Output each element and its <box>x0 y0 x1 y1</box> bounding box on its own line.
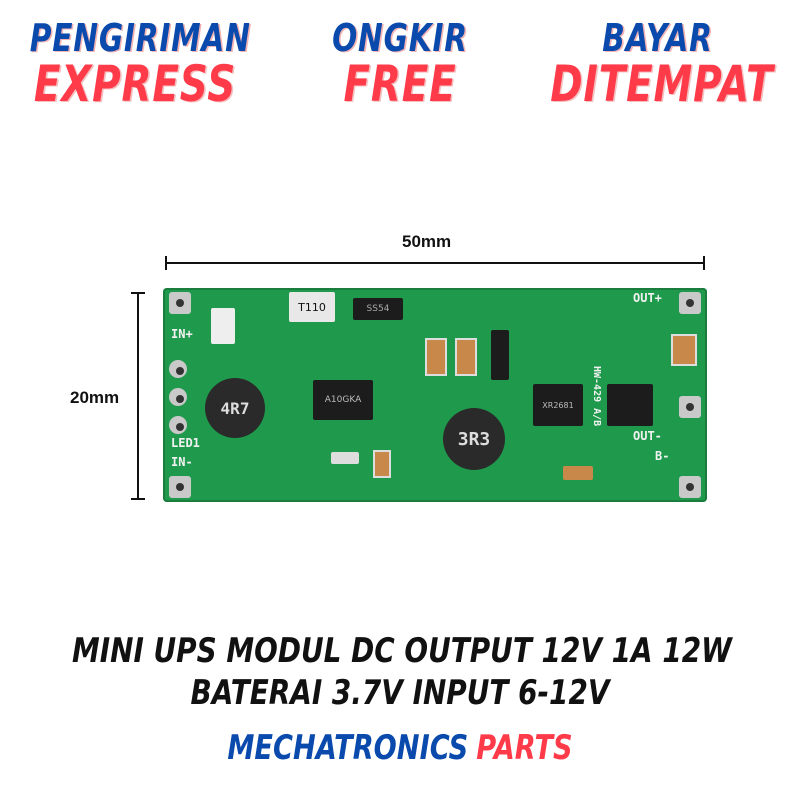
product-title-line2: BATERAI 3.7V INPUT 6-12V <box>190 673 610 713</box>
pad <box>169 416 187 434</box>
banner-line1: PENGIRIMAN <box>29 16 251 60</box>
label-led: LED1 <box>171 436 200 450</box>
banner-free: ONGKIR FREE <box>314 18 486 110</box>
brand-part2: PARTS <box>476 728 573 768</box>
capacitor <box>455 338 477 376</box>
diode-t110: T110 <box>289 292 335 322</box>
height-dimension-line <box>131 292 145 500</box>
pad <box>169 360 187 378</box>
chip <box>607 384 653 426</box>
banner-line2: EXPRESS <box>33 55 237 113</box>
chip-xr2681: XR2681 <box>533 384 583 426</box>
resistor <box>211 308 235 344</box>
chip-a10gka: A10GKA <box>313 380 373 420</box>
pad <box>169 388 187 406</box>
pad <box>679 292 701 314</box>
banner-line1: ONGKIR <box>332 16 468 60</box>
width-label: 50mm <box>402 232 452 251</box>
diode-ss54: SS54 <box>353 298 403 320</box>
label-in-plus: IN+ <box>171 327 193 341</box>
height-label: 20mm <box>70 388 120 407</box>
pad <box>679 476 701 498</box>
label-out-minus: OUT- <box>633 429 662 443</box>
banner-line1: BAYAR <box>602 16 713 60</box>
pad <box>169 292 191 314</box>
pad <box>679 396 701 418</box>
banner-line2: DITEMPAT <box>550 55 774 113</box>
pad <box>169 476 191 498</box>
banner-express: PENGIRIMAN EXPRESS <box>29 16 251 113</box>
label-out-plus: OUT+ <box>633 291 662 305</box>
banner-cod: BAYAR DITEMPAT <box>550 16 774 113</box>
capacitor <box>373 450 391 478</box>
product-title-line1: MINI UPS MODUL DC OUTPUT 12V 1A 12W <box>72 631 732 671</box>
banner-line2: FREE <box>343 55 457 113</box>
model-label: HW-429 A/B <box>591 366 602 427</box>
resistor <box>331 452 359 464</box>
ss54-component <box>491 330 509 380</box>
label-in-minus: IN- <box>171 455 193 469</box>
pcb-board: IN+ LED1 IN- OUT+ OUT- B- 4R7 3R3 T110 S… <box>163 288 707 502</box>
resistor <box>563 466 593 480</box>
inductor-3r3: 3R3 <box>443 408 505 470</box>
label-b-minus: B- <box>655 449 670 463</box>
inductor-4r7: 4R7 <box>205 378 265 438</box>
brand-part1: MECHATRONICS <box>227 728 469 768</box>
width-dimension-line <box>165 256 705 270</box>
capacitor <box>425 338 447 376</box>
capacitor <box>671 334 697 366</box>
